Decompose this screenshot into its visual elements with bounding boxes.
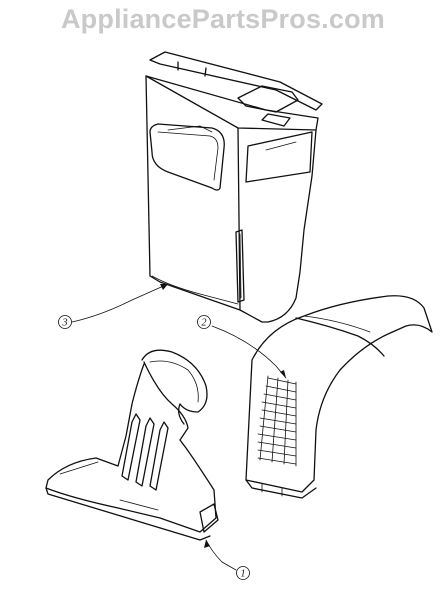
callout-label: 2 [202,318,207,329]
part-bag-housing[interactable] [145,51,323,323]
callout-label: 3 [62,318,68,329]
part-rear-cover[interactable] [245,295,433,499]
callout-1: 1 [204,539,250,580]
callout-2: 2 [197,315,287,379]
part-nozzle[interactable] [45,349,219,541]
callout-3: 3 [58,283,169,329]
callout-label: 1 [241,569,246,580]
watermark-text: AppliancePartsPros.com [60,4,385,34]
